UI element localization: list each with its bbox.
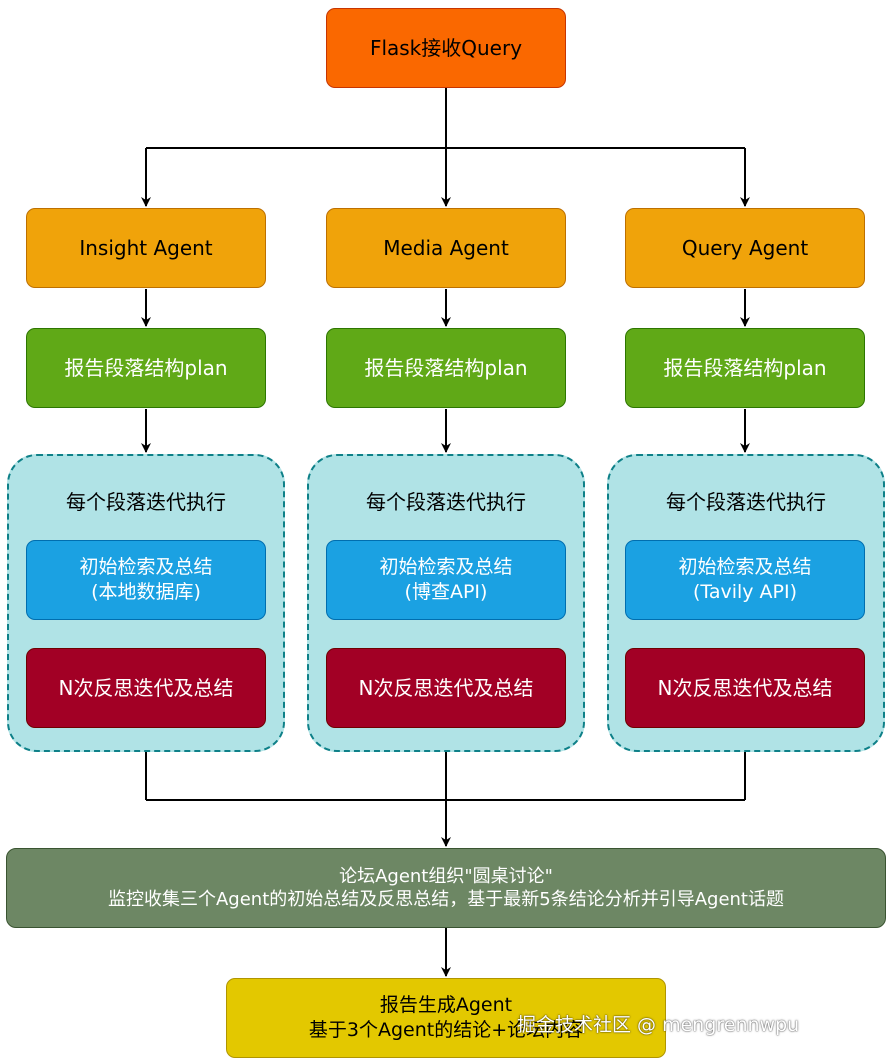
report-agent-node: 报告生成Agent 基于3个Agent的结论+论坛内容 (226, 978, 666, 1058)
forum-agent-node: 论坛Agent组织"圆桌讨论" 监控收集三个Agent的初始总结及反思总结，基于… (6, 848, 886, 928)
watermark: 掘金技术社区 @ mengrennwpu (517, 1014, 800, 1036)
media-reflect-node: N次反思迭代及总结 (326, 648, 566, 728)
media-search-line2: (博查API) (404, 581, 488, 603)
insight-group-title: 每个段落迭代执行 (66, 490, 226, 514)
insight-reflect-label: N次反思迭代及总结 (58, 676, 234, 700)
insight-agent-node: Insight Agent (26, 208, 266, 288)
media-search-node: 初始检索及总结 (博查API) (326, 540, 566, 620)
flask-query-label: Flask接收Query (369, 36, 523, 60)
media-plan-label: 报告段落结构plan (364, 356, 528, 380)
query-reflect-node: N次反思迭代及总结 (625, 648, 865, 728)
insight-search-line1: 初始检索及总结 (79, 556, 213, 579)
query-plan-node: 报告段落结构plan (625, 328, 865, 408)
query-search-node: 初始检索及总结 (Tavily API) (625, 540, 865, 620)
query-reflect-label: N次反思迭代及总结 (657, 676, 833, 700)
query-group-title: 每个段落迭代执行 (666, 490, 826, 514)
flask-query-node: Flask接收Query (326, 8, 566, 88)
insight-plan-node: 报告段落结构plan (26, 328, 266, 408)
media-agent-label: Media Agent (383, 236, 509, 260)
query-search-line2: (Tavily API) (692, 581, 798, 603)
query-search-line1: 初始检索及总结 (678, 556, 812, 579)
media-reflect-label: N次反思迭代及总结 (358, 676, 534, 700)
media-search-line1: 初始检索及总结 (379, 556, 513, 579)
insight-reflect-node: N次反思迭代及总结 (26, 648, 266, 728)
query-plan-label: 报告段落结构plan (663, 356, 827, 380)
forum-description: 监控收集三个Agent的初始总结及反思总结，基于最新5条结论分析并引导Agent… (107, 889, 784, 910)
report-title: 报告生成Agent (379, 994, 513, 1017)
forum-title: 论坛Agent组织"圆桌讨论" (339, 865, 553, 887)
query-agent-label: Query Agent (681, 236, 809, 260)
query-agent-node: Query Agent (625, 208, 865, 288)
report-description: 基于3个Agent的结论+论坛内容 (308, 1019, 584, 1041)
insight-plan-label: 报告段落结构plan (64, 356, 228, 380)
media-group-title: 每个段落迭代执行 (366, 490, 526, 514)
insight-search-line2: (本地数据库) (91, 581, 201, 603)
media-plan-node: 报告段落结构plan (326, 328, 566, 408)
media-agent-node: Media Agent (326, 208, 566, 288)
insight-search-node: 初始检索及总结 (本地数据库) (26, 540, 266, 620)
insight-agent-label: Insight Agent (79, 236, 213, 260)
